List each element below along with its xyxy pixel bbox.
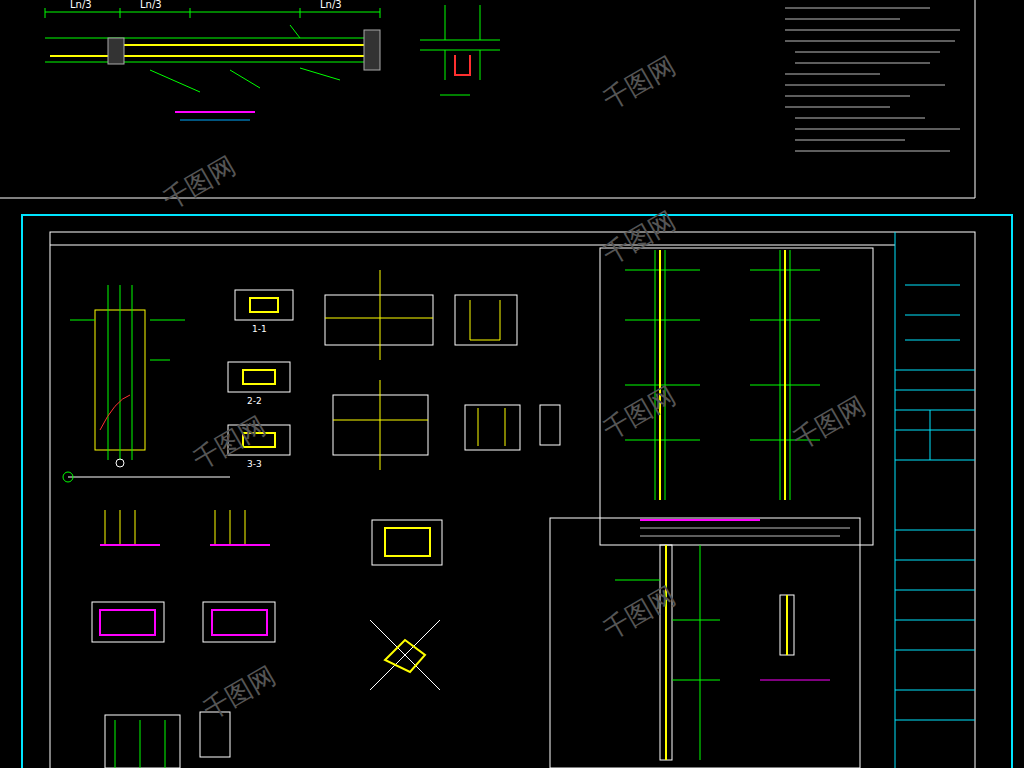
section-label: 2-2 bbox=[247, 397, 262, 406]
watermark: 千图网 bbox=[599, 52, 680, 114]
watermark: 千图网 bbox=[599, 207, 680, 269]
watermark: 千图网 bbox=[789, 392, 870, 454]
watermark: 千图网 bbox=[599, 382, 680, 444]
section-label: 1-1 bbox=[252, 325, 267, 334]
watermark: 千图网 bbox=[199, 662, 280, 724]
watermark: 千图网 bbox=[159, 152, 240, 214]
dimension-label: Ln/3 bbox=[70, 0, 92, 10]
dimension-label: Ln/3 bbox=[140, 0, 162, 10]
section-label: 3-3 bbox=[247, 460, 262, 469]
watermark: 千图网 bbox=[599, 582, 680, 644]
dimension-label: Ln/3 bbox=[320, 0, 342, 10]
